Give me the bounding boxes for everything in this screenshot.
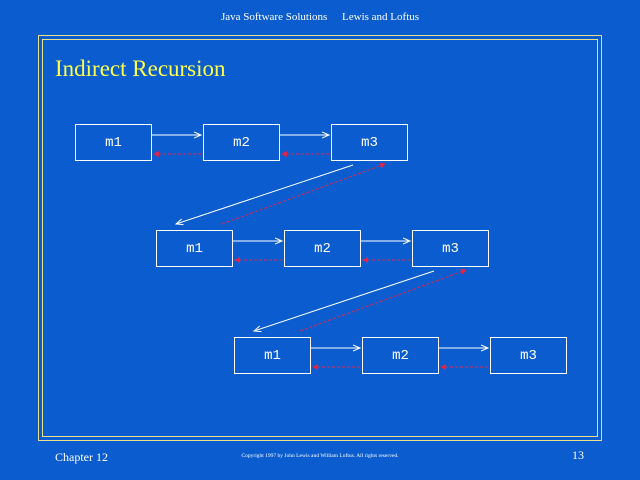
call-arrow-diagonal-1 bbox=[176, 164, 354, 224]
method-box-row1-m3: m3 bbox=[331, 124, 408, 161]
method-box-row2-m1: m1 bbox=[156, 230, 233, 267]
method-box-row3-m3: m3 bbox=[490, 337, 567, 374]
page-number: 13 bbox=[572, 448, 584, 462]
slide-title: Indirect Recursion bbox=[55, 56, 226, 81]
authors: Lewis and Loftus bbox=[342, 11, 420, 23]
book-title: Java Software Solutions bbox=[220, 11, 328, 23]
call-arrow-diagonal-2 bbox=[254, 270, 435, 331]
method-box-row3-m2: m2 bbox=[362, 337, 439, 374]
method-box-row2-m2: m2 bbox=[284, 230, 361, 267]
chapter-label: Chapter 12 bbox=[55, 450, 108, 464]
slide-frame-outer bbox=[38, 35, 602, 441]
copyright-notice: Copyright 1997 by John Lewis and William… bbox=[241, 453, 399, 459]
method-box-row1-m2: m2 bbox=[203, 124, 280, 161]
return-arrow-diagonal-2 bbox=[299, 268, 467, 332]
return-arrow-diagonal-1 bbox=[221, 162, 386, 225]
method-box-row3-m1: m1 bbox=[234, 337, 311, 374]
method-box-row1-m1: m1 bbox=[75, 124, 152, 161]
slide-header: Java Software Solutions Lewis and Loftus bbox=[0, 11, 640, 23]
method-box-row2-m3: m3 bbox=[412, 230, 489, 267]
slide-frame-inner bbox=[42, 39, 598, 437]
